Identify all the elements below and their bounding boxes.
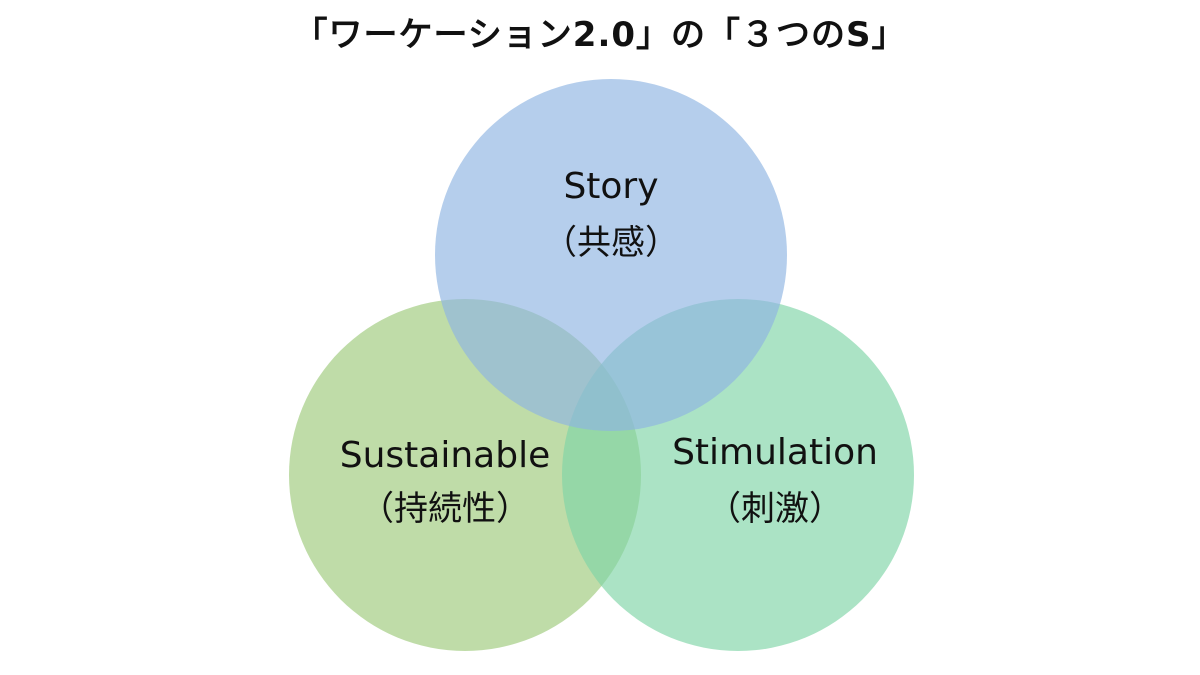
story-label: Story — [563, 166, 658, 207]
sustainable-label: Sustainable — [340, 435, 550, 476]
stimulation-label: Stimulation — [672, 432, 878, 473]
stimulation-sublabel: （刺激） — [707, 489, 843, 529]
story-sublabel: （共感） — [543, 223, 679, 263]
sustainable-sublabel: （持続性） — [360, 489, 530, 529]
circle-story — [435, 79, 787, 431]
diagram-title: 「ワーケーション2.0」の「３つのS」 — [293, 15, 907, 55]
